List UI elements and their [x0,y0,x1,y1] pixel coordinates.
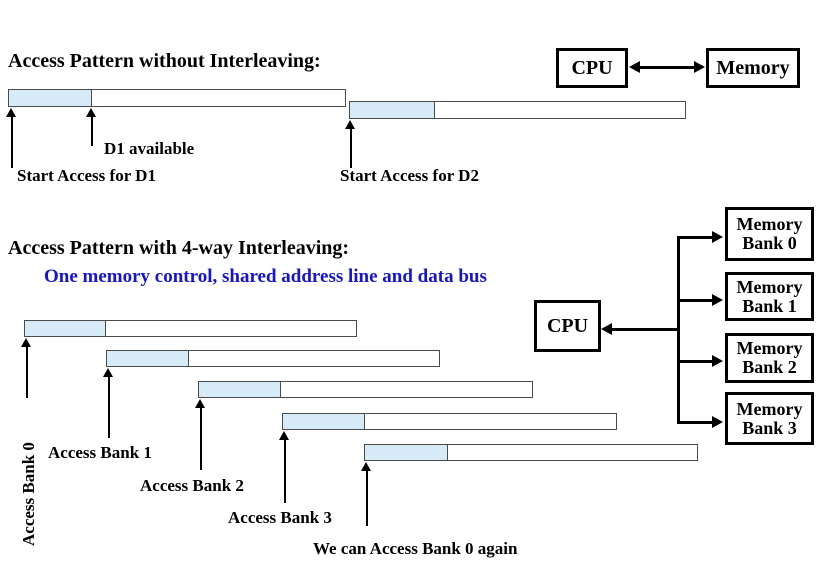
interleave-bar-bank-0-again-segment [365,445,448,460]
memory-bank-0-line1: Memory [736,214,803,235]
access-bar-d2 [349,101,686,119]
label-start-access-d2: Start Access for D2 [340,166,479,185]
bus-branch-bank-0-arrow [712,231,723,243]
bank-3-arrowhead [279,431,289,440]
cpu-box-top: CPU [556,48,628,88]
bank-1-arrow-shaft [108,376,110,438]
memory-bank-1-line2: Bank 1 [742,295,797,316]
d1-available-arrowhead [86,108,96,117]
bank-0-arrowhead [21,338,31,347]
start-d2-arrow-shaft [350,128,352,168]
cpu-bus-arrow-left [601,323,612,335]
memory-bank-2-box: Memory Bank 2 [725,333,814,383]
interleave-bar-bank-0 [24,320,357,337]
memory-bank-0-box: Memory Bank 0 [725,207,814,261]
d1-available-arrow-shaft [91,116,93,146]
label-access-bank-0-again: We can Access Bank 0 again [313,539,518,558]
bank-2-arrowhead [195,399,205,408]
memory-bank-2-line2: Bank 2 [742,357,797,377]
bank-2-arrow-shaft [200,407,202,470]
section-without-interleaving-heading: Access Pattern without Interleaving: [8,50,321,72]
bus-branch-bank-3-arrow [712,416,723,428]
label-access-bank-3: Access Bank 3 [228,508,332,527]
access-bar-d1 [8,89,346,107]
start-d2-arrowhead [345,120,355,129]
cpu-bus-line [608,328,678,331]
bus-branch-bank-2-arrow [712,355,723,367]
memory-bank-2-line1: Memory [736,338,803,359]
section-with-interleaving-heading: Access Pattern with 4-way Interleaving: [8,237,350,259]
bus-branch-bank-3 [677,421,714,424]
interleave-bar-bank-2 [198,381,533,398]
label-start-access-d1: Start Access for D1 [17,166,156,185]
bank-0-again-arrow-shaft [366,470,368,526]
memory-bank-3-line1: Memory [736,398,803,419]
access-bar-d2-segment [350,102,435,118]
memory-bank-1-line1: Memory [736,276,803,297]
bank-3-arrow-shaft [284,439,286,503]
bus-branch-bank-1 [677,299,714,302]
label-access-bank-2: Access Bank 2 [140,476,244,495]
bank-1-arrowhead [103,368,113,377]
start-d1-arrowhead [6,108,16,117]
bus-branch-bank-0 [677,236,714,239]
label-access-bank-0-rotated: Access Bank 0 [19,442,38,546]
bus-branch-bank-2 [677,360,714,363]
cpu-memory-arrow-left [629,61,640,73]
section-with-interleaving-subheading: One memory control, shared address line … [44,266,487,287]
memory-bank-1-box: Memory Bank 1 [725,272,814,321]
cpu-memory-arrow-right [694,61,705,73]
cpu-box-bottom: CPU [534,300,601,352]
interleave-bar-bank-3-segment [283,414,365,429]
memory-box-top: Memory [706,48,800,88]
interleave-bar-bank-1-segment [107,351,189,366]
bank-0-again-arrowhead [361,462,371,471]
interleave-bar-bank-1 [106,350,440,367]
memory-bank-0-line2: Bank 0 [742,233,797,253]
label-d1-available: D1 available [104,139,195,158]
memory-bank-3-box: Memory Bank 3 [725,392,814,445]
interleave-bar-bank-3 [282,413,617,430]
bus-branch-bank-1-arrow [712,294,723,306]
memory-bank-3-line2: Bank 3 [742,417,797,438]
bank-0-arrow-shaft [26,346,28,398]
cpu-memory-bus-line [636,66,698,69]
interleave-bar-bank-0-again [364,444,698,461]
start-d1-arrow-shaft [11,116,13,168]
label-access-bank-1: Access Bank 1 [48,443,152,462]
memory-bus-spine [677,236,680,423]
interleave-bar-bank-2-segment [199,382,281,397]
access-bar-d1-segment [9,90,92,106]
interleave-bar-bank-0-segment [25,321,106,336]
